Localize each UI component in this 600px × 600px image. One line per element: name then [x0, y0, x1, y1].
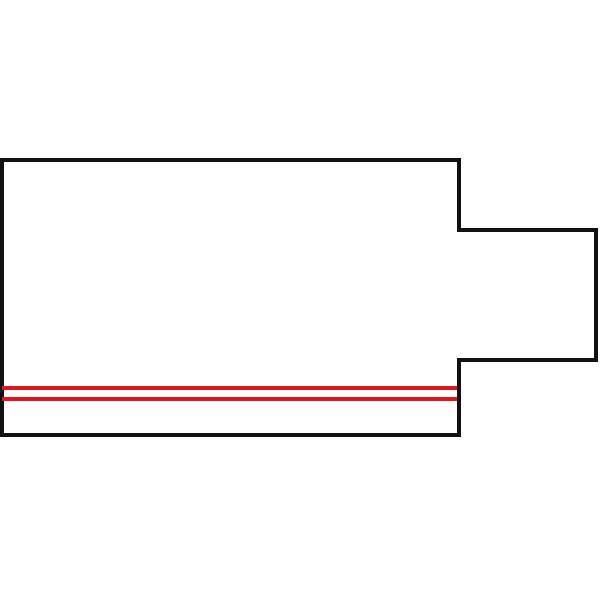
stepped-outline — [0, 158, 598, 437]
